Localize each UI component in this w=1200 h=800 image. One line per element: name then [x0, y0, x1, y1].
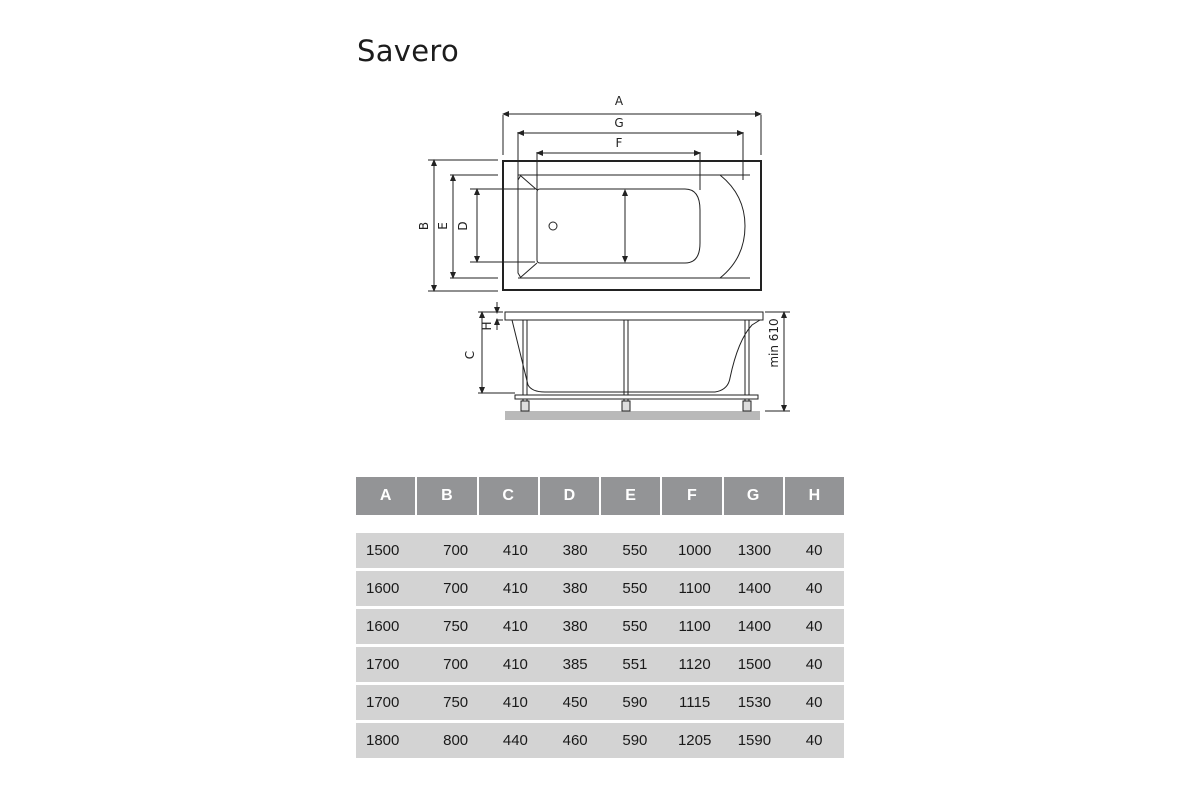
- cell: 460: [562, 732, 588, 749]
- cell: 1590: [737, 732, 772, 749]
- cell: 40: [805, 732, 823, 749]
- label-h: H: [480, 321, 494, 330]
- cell: 385: [562, 656, 588, 673]
- side-view: [478, 302, 790, 420]
- label-min-610: min 610: [767, 318, 781, 367]
- label-f: F: [616, 136, 623, 150]
- label-c: C: [463, 351, 477, 359]
- cell: 1205: [677, 732, 712, 749]
- header-h: H: [784, 477, 844, 515]
- cell: 1700: [366, 694, 400, 711]
- label-g: G: [614, 116, 623, 130]
- cell: 1120: [678, 656, 711, 673]
- cell: 551: [622, 656, 648, 673]
- cell: 380: [562, 542, 588, 559]
- cell: 410: [502, 618, 528, 635]
- cell: 40: [805, 542, 823, 559]
- cell: 410: [502, 580, 528, 597]
- cell: 1500: [366, 542, 400, 559]
- cell: 550: [622, 618, 648, 635]
- cell: 750: [443, 694, 469, 711]
- dimensions-table: A B C D E F G H 1500 700 410 380 550 100…: [356, 477, 844, 761]
- cell: 1500: [737, 656, 772, 673]
- table-row: 1700 700 410 385 551 1120 1500 40: [356, 647, 844, 682]
- cell: 800: [443, 732, 469, 749]
- header-e: E: [601, 477, 661, 515]
- page-title: Savero: [357, 34, 460, 68]
- cell: 1300: [737, 542, 772, 559]
- cell: 590: [622, 694, 648, 711]
- cell: 550: [622, 542, 648, 559]
- cell: 380: [562, 580, 588, 597]
- cell: 590: [622, 732, 648, 749]
- cell: 1600: [366, 618, 400, 635]
- top-view: [428, 111, 762, 292]
- cell: 1100: [678, 618, 711, 635]
- label-a: A: [615, 94, 624, 108]
- cell: 700: [443, 580, 469, 597]
- header-b: B: [417, 477, 477, 515]
- table-header: A B C D E F G H: [356, 477, 844, 515]
- cell: 40: [805, 694, 823, 711]
- cell: 1800: [366, 732, 400, 749]
- cell: 1400: [737, 618, 772, 635]
- header-f: F: [662, 477, 722, 515]
- cell: 40: [805, 656, 823, 673]
- table-row: 1800 800 440 460 590 1205 1590 40: [356, 723, 844, 758]
- cell: 410: [502, 656, 528, 673]
- table-row: 1700 750 410 450 590 1115 1530 40: [356, 685, 844, 720]
- cell: 1600: [366, 580, 400, 597]
- cell: 1115: [679, 694, 711, 711]
- table-body: 1500 700 410 380 550 1000 1300 40 1600 7…: [356, 533, 844, 758]
- cell: 410: [502, 542, 528, 559]
- cell: 1530: [737, 694, 772, 711]
- header-a: A: [356, 477, 416, 515]
- cell: 700: [443, 656, 469, 673]
- cell: 1700: [366, 656, 400, 673]
- cell: 410: [502, 694, 528, 711]
- cell: 40: [805, 580, 823, 597]
- cell: 1000: [677, 542, 712, 559]
- cell: 450: [562, 694, 588, 711]
- label-b: B: [417, 222, 431, 230]
- bathtub-dimension-diagram: A G F B E D H C: [417, 94, 790, 420]
- label-d: D: [456, 221, 470, 230]
- cell: 380: [562, 618, 588, 635]
- cell: 1400: [737, 580, 772, 597]
- cell: 40: [805, 618, 823, 635]
- cell: 550: [622, 580, 648, 597]
- header-c: C: [478, 477, 538, 515]
- header-d: D: [539, 477, 599, 515]
- table-row: 1600 750 410 380 550 1100 1400 40: [356, 609, 844, 644]
- cell: 750: [443, 618, 469, 635]
- table-row: 1500 700 410 380 550 1000 1300 40: [356, 533, 844, 568]
- cell: 440: [502, 732, 528, 749]
- cell: 700: [443, 542, 469, 559]
- cell: 1100: [678, 580, 711, 597]
- label-e: E: [436, 222, 450, 230]
- table-row: 1600 700 410 380 550 1100 1400 40: [356, 571, 844, 606]
- header-g: G: [723, 477, 783, 515]
